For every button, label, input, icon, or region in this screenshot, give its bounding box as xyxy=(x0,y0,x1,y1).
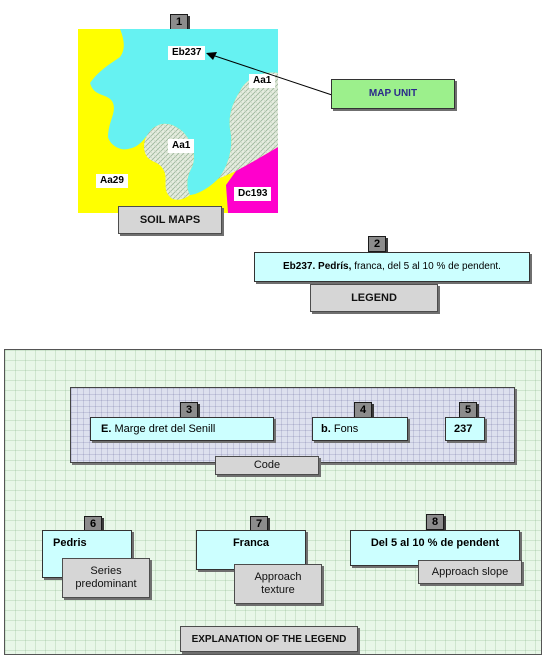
texture-box: Franca xyxy=(196,530,306,570)
code-number-box: 237 xyxy=(445,417,485,441)
aa1-region-right xyxy=(218,72,278,179)
slope-value: Del 5 al 10 % de pendent xyxy=(370,537,500,549)
code-letter-text: Marge dret del Senill xyxy=(114,423,216,435)
step-8-badge: 8 xyxy=(426,514,444,530)
explanation-caption: EXPLANATION OF THE LEGEND xyxy=(180,626,358,652)
step-3-badge: 3 xyxy=(180,402,198,418)
code-relief-box: b. Fons xyxy=(312,417,408,441)
series-value: Pedris xyxy=(53,537,87,549)
step-6-badge: 6 xyxy=(84,516,102,532)
code-relief: b. xyxy=(321,423,331,435)
soil-maps-caption: SOIL MAPS xyxy=(118,206,222,234)
code-letter-box: E. Marge dret del Senill xyxy=(90,417,274,441)
legend-entry: Eb237. Pedrís, franca, del 5 al 10 % de … xyxy=(254,252,530,282)
code-letter: E. xyxy=(101,423,112,435)
map-label-aa1-center: Aa1 xyxy=(168,139,195,153)
legend-caption: LEGEND xyxy=(310,284,438,312)
map-label-aa1-top: Aa1 xyxy=(249,74,276,88)
step-4-badge: 4 xyxy=(354,402,372,418)
code-number: 237 xyxy=(454,423,473,435)
code-relief-text: Fons xyxy=(333,423,359,435)
map-label-eb237: Eb237 xyxy=(168,46,206,60)
code-caption: Code xyxy=(215,456,319,475)
code-panel xyxy=(70,387,515,463)
map-label-aa29: Aa29 xyxy=(96,174,128,188)
legend-entry-series: Pedrís, xyxy=(318,261,352,272)
step-5-badge: 5 xyxy=(459,402,477,418)
map-label-dc193: Dc193 xyxy=(234,187,272,201)
slope-note: Approach slope xyxy=(418,560,522,584)
series-note: Series predominant xyxy=(62,558,150,598)
map-unit-callout: MAP UNIT xyxy=(331,79,455,109)
texture-value: Franca xyxy=(232,537,270,549)
legend-entry-rest: franca, del 5 al 10 % de pendent. xyxy=(354,261,501,272)
step-2-badge: 2 xyxy=(368,236,386,252)
eb237-region xyxy=(90,29,278,195)
texture-note: Approach texture xyxy=(234,564,322,604)
legend-entry-code: Eb237. xyxy=(283,261,316,272)
